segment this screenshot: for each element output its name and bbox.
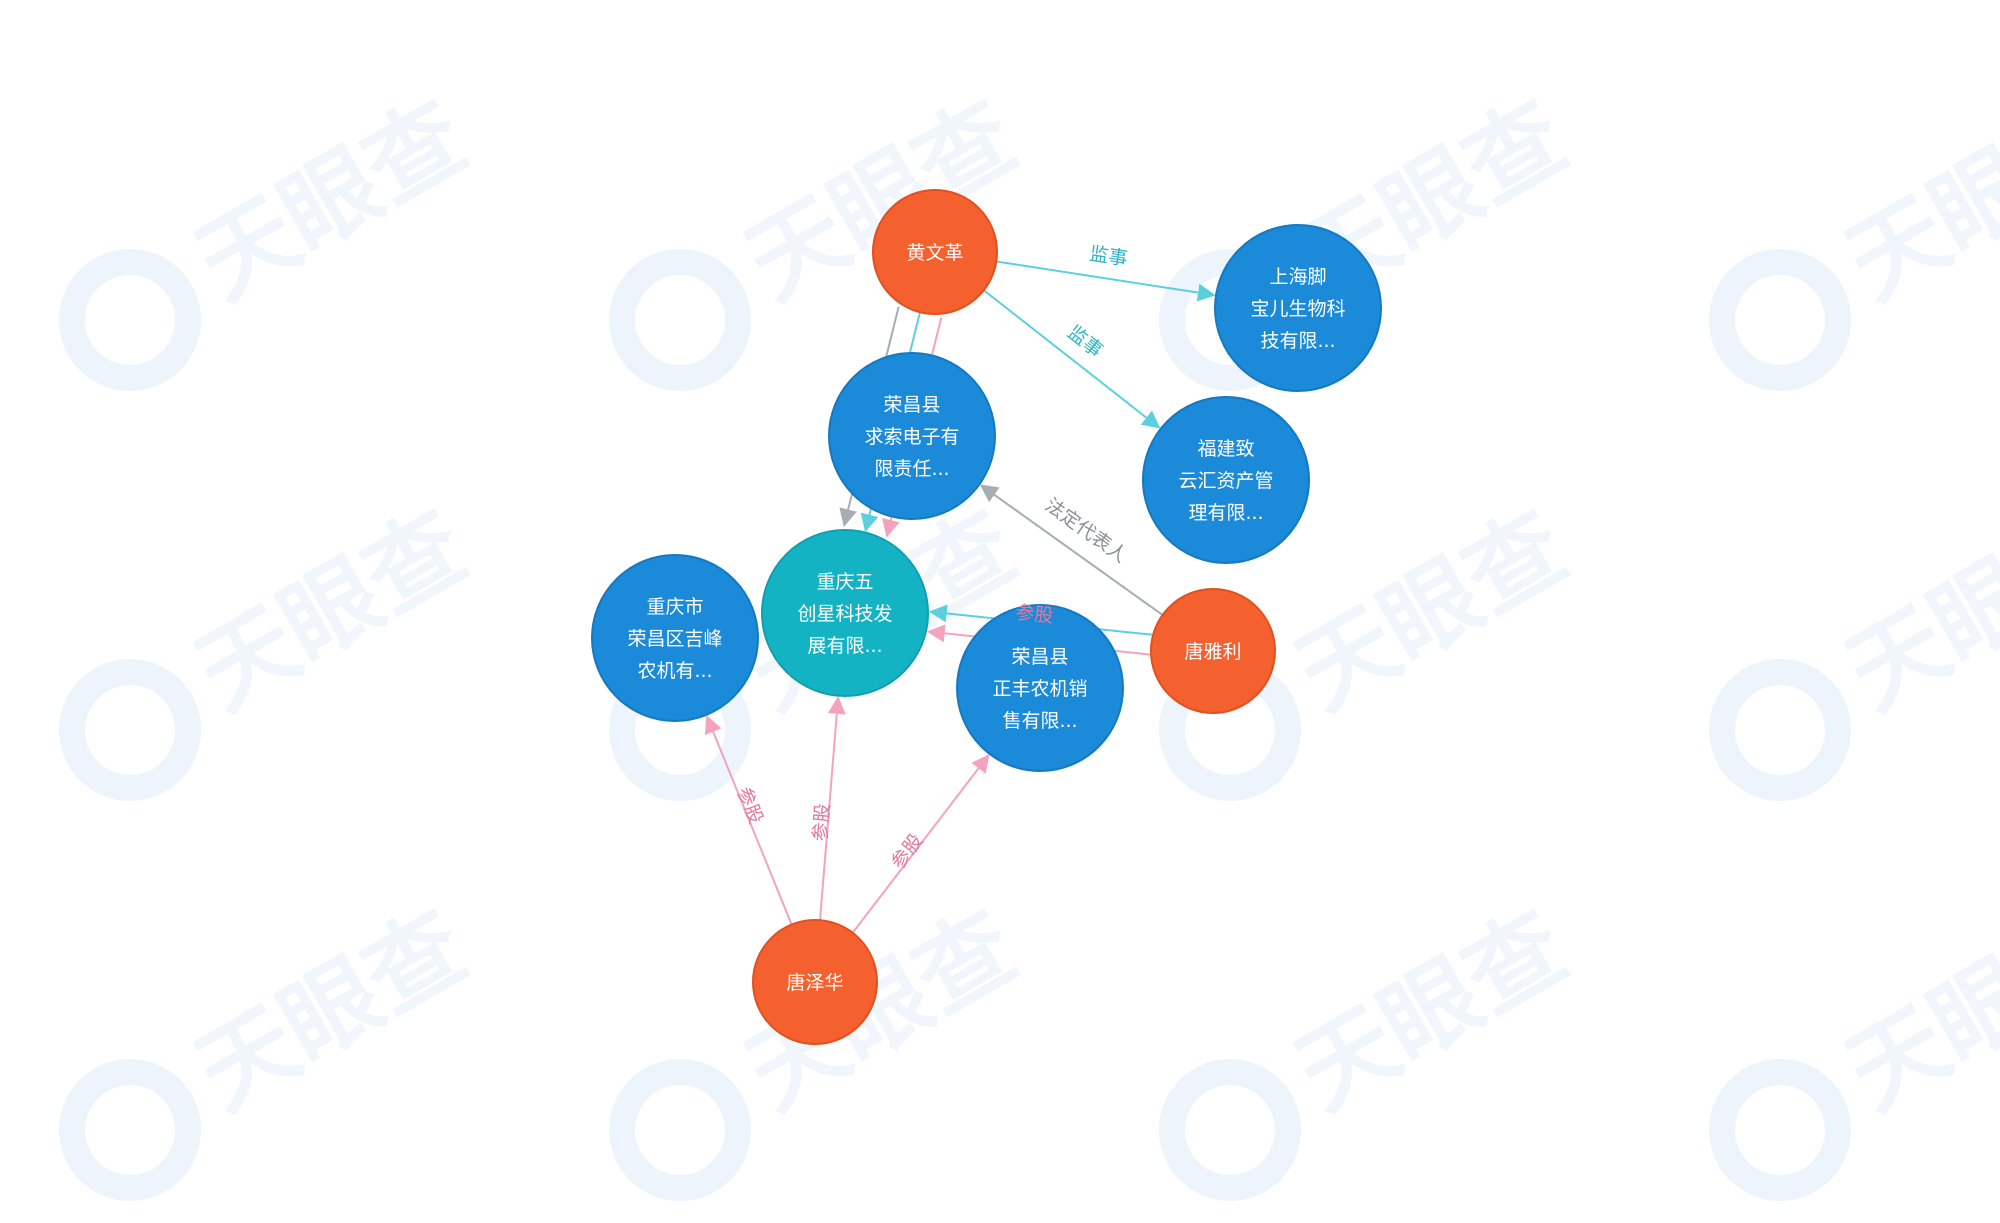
edge-label: 法定代表人 [1041,494,1131,567]
node-label: 荣昌县 [1011,646,1068,668]
watermark-logo-icon [59,249,201,391]
node-label: 售有限... [1002,710,1077,732]
watermark: 天眼查 [59,890,484,1201]
node-circle[interactable] [591,554,759,722]
node-label: 展有限... [807,635,882,657]
node-label: 求索电子有 [864,426,959,448]
watermark-text: 天眼查 [178,890,483,1131]
node-circle[interactable] [1214,224,1382,392]
watermark-text: 天眼查 [1828,490,2000,731]
node-circle[interactable] [872,189,998,315]
watermark-logo-icon [609,1059,751,1201]
edge-label: 参股 [887,830,928,874]
node-circle[interactable] [1142,396,1310,564]
node-circle[interactable] [752,919,878,1045]
watermark: 天眼查 [1709,490,2000,801]
node-circle[interactable] [828,352,996,520]
edge-label-text: 参股 [809,803,834,843]
watermark-text: 天眼查 [178,490,483,731]
edge-tangyali-qiusuo[interactable] [979,484,1164,616]
node-label: 正丰农机销 [992,678,1087,700]
watermark: 天眼查 [59,490,484,801]
edge-label-text: 参股 [1014,602,1054,628]
node-label: 农机有... [637,660,712,682]
node-label: 创星科技发 [797,603,892,625]
watermark-text: 天眼查 [1828,80,2000,321]
edge-label: 参股 [1014,602,1054,628]
node-label: 宝儿生物科 [1250,298,1345,320]
node-label: 唐泽华 [786,972,843,994]
node-zhengfeng[interactable]: 荣昌县正丰农机销售有限... [956,604,1124,772]
watermark: 天眼查 [1159,890,1584,1201]
watermark-logo-icon [59,659,201,801]
node-huang[interactable]: 黄文革 [872,189,998,315]
node-wuchuang[interactable]: 重庆五创星科技发展有限... [761,529,929,697]
watermark-logo-icon [1709,1059,1851,1201]
node-label: 荣昌县 [883,394,940,416]
watermark-text: 天眼查 [1278,490,1583,731]
node-label: 黄文革 [906,242,963,264]
edge-huang-shanghai[interactable] [996,260,1216,302]
watermark-logo-icon [609,249,751,391]
watermark-logo-icon [1709,659,1851,801]
node-tangyali[interactable]: 唐雅利 [1150,588,1276,714]
edge-label: 监事 [1088,243,1129,271]
edge-label-text: 参股 [732,784,767,828]
edge-huang-fujian[interactable] [983,289,1161,429]
node-layer: 黄文革上海脚宝儿生物科技有限...荣昌县求索电子有限责任...福建致云汇资产管理… [591,189,1382,1045]
edge-tangzehua-jifeng[interactable] [704,715,793,925]
edge-label-text: 法定代表人 [1041,494,1131,567]
node-circle[interactable] [956,604,1124,772]
watermark: 天眼查 [59,80,484,391]
edge-label-text: 参股 [887,830,928,874]
watermark-text: 天眼查 [1828,890,2000,1131]
node-label: 上海脚 [1269,266,1326,288]
edge-label: 参股 [732,784,767,828]
node-label: 云汇资产管 [1178,470,1273,492]
node-label: 福建致 [1197,438,1254,460]
node-label: 限责任... [874,458,949,480]
watermark-logo-icon [59,1059,201,1201]
node-label: 唐雅利 [1184,641,1241,663]
edge-label: 参股 [809,803,834,843]
node-label: 重庆五 [816,571,873,593]
watermark-text: 天眼查 [1278,890,1583,1131]
node-label: 重庆市 [646,596,703,618]
edge-tangzehua-zhengfeng[interactable] [851,754,990,934]
watermark-logo-icon [1709,249,1851,391]
edge-label-text: 监事 [1088,243,1129,271]
edge-label-text: 监事 [1063,321,1106,362]
node-tangzehua[interactable]: 唐泽华 [752,919,878,1045]
watermark-logo-icon [1159,1059,1301,1201]
node-qiusuo[interactable]: 荣昌县求索电子有限责任... [828,352,996,520]
edge-label: 监事 [1063,321,1106,362]
node-fujian[interactable]: 福建致云汇资产管理有限... [1142,396,1310,564]
node-label: 理有限... [1188,502,1263,524]
edge-tangzehua-wuchuang[interactable] [819,695,846,921]
node-label: 荣昌区吉峰 [627,628,722,650]
node-circle[interactable] [761,529,929,697]
watermark: 天眼查 [1709,80,2000,391]
node-circle[interactable] [1150,588,1276,714]
node-shanghai[interactable]: 上海脚宝儿生物科技有限... [1214,224,1382,392]
watermark: 天眼查 [1709,890,2000,1201]
node-jifeng[interactable]: 重庆市荣昌区吉峰农机有... [591,554,759,722]
node-label: 技有限... [1260,330,1335,352]
watermark-text: 天眼查 [178,80,483,321]
